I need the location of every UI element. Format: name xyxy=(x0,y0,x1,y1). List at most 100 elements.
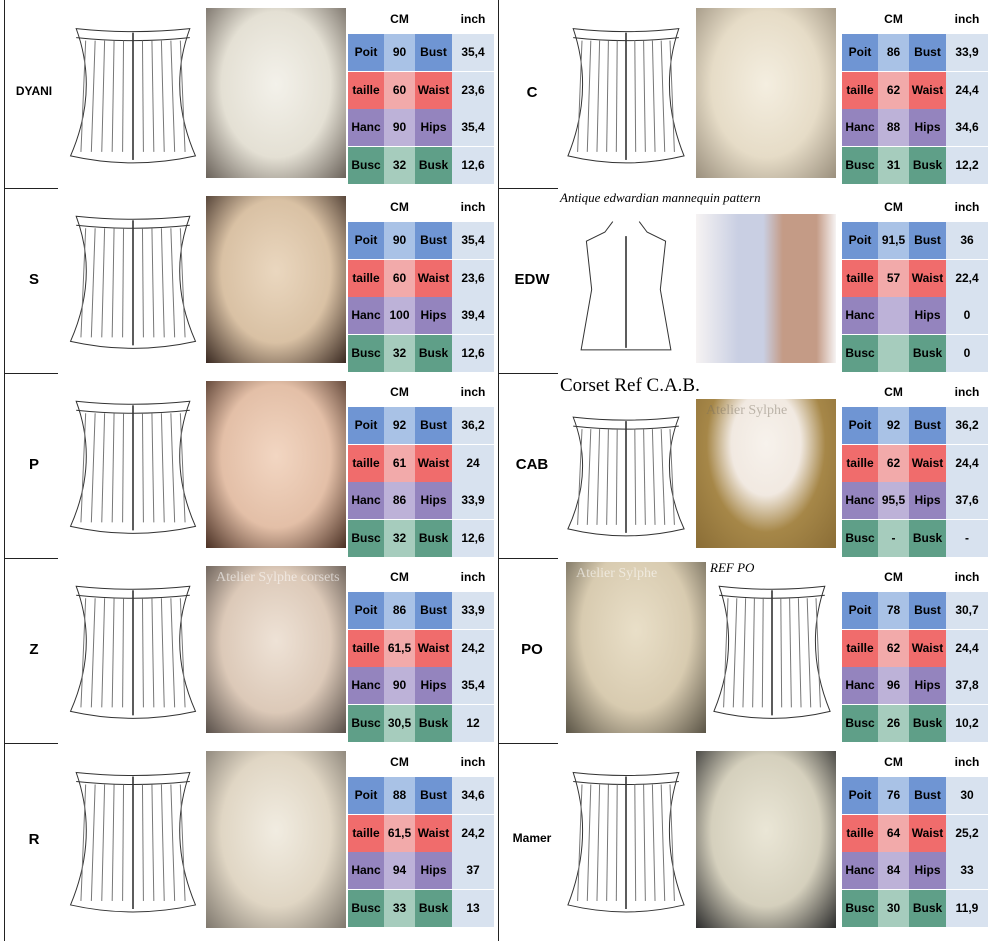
photo-watermark: Atelier Sylphe corsets xyxy=(216,570,340,585)
label-en-busk: Busk xyxy=(909,704,946,742)
left-row-divider xyxy=(4,558,58,559)
label-en-bust: Bust xyxy=(415,407,452,444)
value-cm-hips: 90 xyxy=(384,667,415,704)
left-row-divider xyxy=(4,188,58,189)
value-inch-hips: 34,6 xyxy=(946,109,988,146)
corset-outline xyxy=(69,585,197,719)
label-fr-waist: taille xyxy=(842,814,878,852)
value-cm-bust: 91,5 xyxy=(878,222,909,259)
label-fr-hips: Hanc xyxy=(348,667,384,704)
label-fr-busk: Busc xyxy=(842,889,878,927)
label-fr-hips: Hanc xyxy=(842,109,878,146)
label-en-waist: Waist xyxy=(415,629,452,667)
value-inch-hips: 33 xyxy=(946,852,988,889)
drawing-heading: Corset Ref C.A.B. xyxy=(560,375,700,396)
value-cm-waist: 62 xyxy=(878,71,909,109)
label-en-bust: Bust xyxy=(909,777,946,814)
label-fr-busk: Busc xyxy=(348,519,384,557)
value-inch-busk: 12,6 xyxy=(452,519,494,557)
label-en-waist: Waist xyxy=(909,629,946,667)
right-row-divider xyxy=(498,743,558,744)
corset-code: P xyxy=(28,455,39,473)
label-en-bust: Bust xyxy=(909,34,946,71)
value-cm-bust: 92 xyxy=(384,407,415,444)
value-cm-waist: 57 xyxy=(878,259,909,297)
label-fr-waist: taille xyxy=(842,259,878,297)
corset-drawing xyxy=(567,771,685,913)
header-inch: inch xyxy=(954,385,980,399)
header-inch: inch xyxy=(460,200,486,214)
value-inch-busk: 12,6 xyxy=(452,146,494,184)
label-fr-hips: Hanc xyxy=(348,109,384,146)
label-en-bust: Bust xyxy=(415,222,452,259)
header-inch: inch xyxy=(954,12,980,26)
corset-photo: Atelier Sylphe xyxy=(566,562,706,733)
label-fr-waist: taille xyxy=(348,444,384,482)
corset-code: R xyxy=(28,830,40,848)
photo-watermark: Atelier Sylphe xyxy=(576,566,658,581)
header-cm: CM xyxy=(884,200,903,214)
value-inch-waist: 25,2 xyxy=(946,814,988,852)
value-inch-hips: 39,4 xyxy=(452,297,494,334)
value-inch-waist: 22,4 xyxy=(946,259,988,297)
value-inch-busk: 10,2 xyxy=(946,704,988,742)
label-fr-waist: taille xyxy=(348,814,384,852)
value-inch-hips: 37,6 xyxy=(946,482,988,519)
drawing-heading: REF PO xyxy=(710,560,755,575)
label-en-busk: Busk xyxy=(909,334,946,372)
label-en-waist: Waist xyxy=(909,444,946,482)
label-fr-bust: Poit xyxy=(348,407,384,444)
label-en-hips: Hips xyxy=(415,109,452,146)
value-cm-busk: 32 xyxy=(384,334,415,372)
value-inch-waist: 24,2 xyxy=(452,814,494,852)
value-cm-hips xyxy=(878,297,909,334)
header-inch: inch xyxy=(460,570,486,584)
label-fr-busk: Busc xyxy=(348,704,384,742)
corset-code: EDW xyxy=(514,270,550,288)
label-fr-bust: Poit xyxy=(348,777,384,814)
label-fr-waist: taille xyxy=(348,259,384,297)
value-inch-hips: 0 xyxy=(946,297,988,334)
value-cm-busk: 30 xyxy=(878,889,909,927)
corset-code: DYANI xyxy=(15,84,53,98)
corset-outline xyxy=(69,28,197,164)
value-inch-waist: 24,4 xyxy=(946,444,988,482)
label-fr-hips: Hanc xyxy=(842,297,878,334)
label-en-busk: Busk xyxy=(415,889,452,927)
label-en-hips: Hips xyxy=(909,667,946,704)
corset-code: Mamer xyxy=(512,830,552,845)
label-en-waist: Waist xyxy=(909,814,946,852)
corset-outline xyxy=(567,771,685,913)
value-cm-bust: 92 xyxy=(878,407,909,444)
label-en-busk: Busk xyxy=(415,704,452,742)
label-fr-hips: Hanc xyxy=(842,852,878,889)
header-inch: inch xyxy=(954,755,980,769)
value-inch-busk: 12,6 xyxy=(452,334,494,372)
value-inch-busk: 12 xyxy=(452,704,494,742)
value-inch-busk: - xyxy=(946,519,988,557)
label-en-busk: Busk xyxy=(909,519,946,557)
corset-code: Z xyxy=(29,640,39,658)
value-inch-bust: 33,9 xyxy=(946,34,988,71)
value-cm-waist: 62 xyxy=(878,444,909,482)
header-cm: CM xyxy=(884,12,903,26)
corset-photo: Atelier Sylphe xyxy=(696,399,836,548)
label-fr-bust: Poit xyxy=(348,222,384,259)
corset-drawing xyxy=(69,215,197,349)
corset-photo xyxy=(206,196,346,363)
value-cm-hips: 100 xyxy=(384,297,415,334)
corset-drawing xyxy=(69,28,197,164)
label-en-bust: Bust xyxy=(415,592,452,629)
header-cm: CM xyxy=(390,755,409,769)
corset-drawing xyxy=(580,221,672,351)
label-en-waist: Waist xyxy=(415,259,452,297)
corset-drawing xyxy=(713,585,831,719)
